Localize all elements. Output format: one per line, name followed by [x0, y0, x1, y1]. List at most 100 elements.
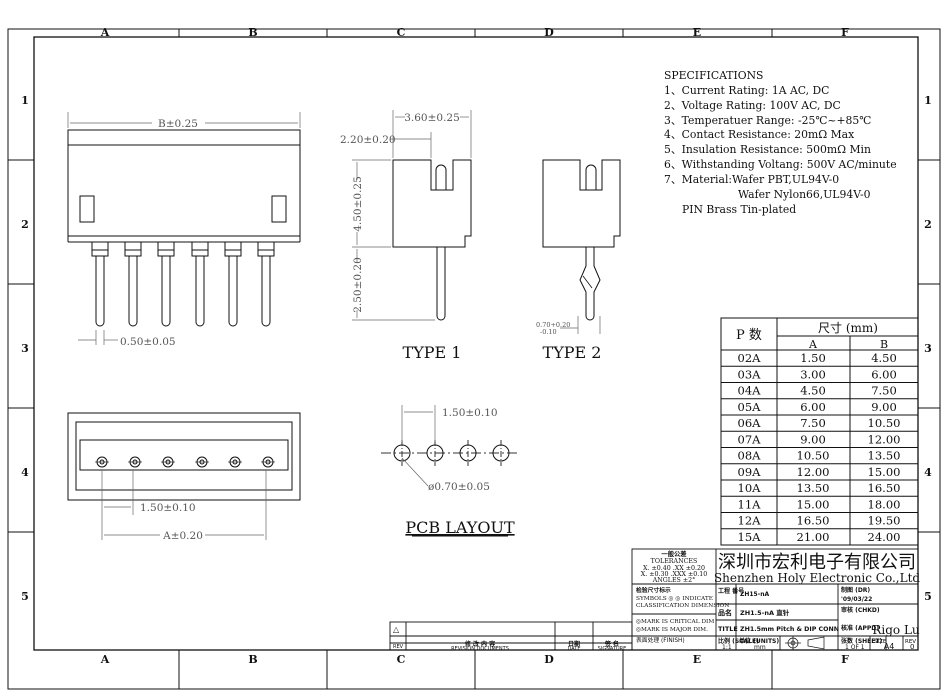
title-value: ZH1.5mm Pitch & DIP CONN [740, 626, 839, 633]
revision-block-lines [389, 621, 633, 651]
specifications: SPECIFICATIONS 1、Current Rating: 1A AC, … [664, 69, 897, 216]
spec-heading: SPECIFICATIONS [664, 69, 763, 82]
row-number-3-right: 3 [924, 342, 932, 355]
row-number-1: 1 [21, 94, 29, 107]
size-table-cell-a: 1.50 [800, 351, 826, 365]
projection-symbol-icon [785, 636, 825, 650]
dim-side-offset: 2.20±0.20 [340, 134, 396, 146]
dim-type2-pin: 0.70+0.20 [536, 321, 570, 329]
frame-column-letters-bottom: A B C D E F [100, 653, 849, 666]
label-type1: TYPE 1 [403, 343, 462, 362]
scale-label: 比例 (SCALE) [718, 637, 759, 645]
dim-bottom-a: A±0.20 [162, 530, 203, 542]
approved-label: 核准 (APPD) [841, 624, 879, 632]
size-table-cell-p: 04A [738, 384, 762, 398]
frame-row-numbers-right: 1 2 3 4 5 [924, 94, 932, 603]
size-table-cell-p: 15A [738, 530, 762, 544]
size-table-col-b: B [880, 338, 888, 351]
bottom-pin [95, 456, 109, 468]
sign-col-en: SIGNATURE [598, 646, 627, 652]
label-type2: TYPE 2 [543, 343, 602, 362]
size-table-cell-a: 4.50 [800, 384, 826, 398]
front-pin [124, 242, 142, 327]
mark-critical-dim: ◎MARK IS CRITICAL DIM [636, 619, 714, 625]
tolerances-line-2: X. ±0.30 .XXX ±0.10 [641, 571, 708, 578]
bottom-view-dimensions [101, 470, 267, 540]
size-table-cell-p: 02A [738, 351, 762, 365]
size-table-cell-a: 3.00 [800, 367, 826, 381]
col-letter-f-bottom: F [841, 653, 849, 666]
tolerances-heading-cn: 一般公差 [661, 549, 687, 558]
sheet-value: 1 OF 1 [845, 644, 865, 651]
size-table-cell-a: 12.00 [797, 465, 830, 479]
pcb-hole [393, 440, 411, 466]
size-table-cell-b: 10.50 [868, 416, 901, 430]
dim-side-height: 4.50±0.25 [352, 176, 364, 232]
label-pcb-layout: PCB LAYOUT [405, 518, 515, 537]
size-table-cell-p: 07A [738, 432, 762, 446]
col-letter-c-bottom: C [397, 653, 406, 666]
size-table-cell-p: 11A [738, 497, 762, 511]
tolerances-line-3: ANGLES ±2° [652, 577, 696, 584]
size-table-cell-b: 18.00 [868, 497, 901, 511]
tolerances-line-1: X. ±0.40 .XX ±0.20 [643, 565, 705, 572]
size-table-cell-b: 9.00 [871, 400, 897, 414]
size-table-cell-p: 06A [738, 416, 762, 430]
col-letter-c: C [397, 26, 406, 39]
checked-label: 审核 (CHKD) [841, 606, 880, 614]
bottom-pin [161, 456, 175, 468]
type1-dimensions [352, 110, 472, 321]
size-table-cell-p: 03A [738, 367, 762, 381]
title-label: TITLE [718, 625, 738, 633]
frame-column-letters-top: A B C D E F [100, 26, 849, 39]
approved-by: Rigo Lu [872, 623, 920, 637]
row-number-5: 5 [21, 590, 29, 603]
drawn-label: 制图 (DR) [841, 586, 870, 594]
col-letter-b-bottom: B [248, 653, 257, 666]
col-letter-d: D [544, 26, 554, 39]
type2-view [542, 159, 621, 321]
row-number-3: 3 [21, 342, 29, 355]
size-table-cell-p: 09A [738, 465, 762, 479]
drawn-date: '09/03/22 [841, 596, 872, 603]
spec-item-3: 3、Temperatuer Range: -25℃~+85℃ [664, 114, 871, 127]
pcb-layout [381, 440, 520, 487]
rev-label: REV [905, 639, 916, 645]
row-number-2: 2 [21, 218, 29, 231]
unit-value: mm [754, 644, 766, 651]
dim-pcb-hole: ø0.70±0.05 [428, 481, 490, 493]
bottom-view [67, 412, 301, 501]
size-value: A4 [884, 642, 895, 651]
name-label: 品名 [718, 608, 732, 617]
company-name: 深圳市宏利电子有限公司 Shenzhen Holy Electronic Co.… [714, 552, 921, 585]
sign-col-cn: 签 名 [604, 640, 619, 648]
spec-item-2: 2、Voltage Rating: 100V AC, DC [664, 99, 841, 112]
part-no-value: ZH15-nA [740, 591, 769, 598]
company-name-cn: 深圳市宏利电子有限公司 [718, 552, 916, 573]
size-table-cell-p: 12A [738, 514, 762, 528]
size-table-cell-b: 12.00 [868, 432, 901, 446]
dim-pcb-pitch: 1.50±0.10 [442, 407, 498, 419]
title-block-fields: 工程 番号 ZH15-nA 品名 ZH1.5-nA 直针 TITLE ZH1.5… [718, 586, 920, 651]
size-table-cell-a: 6.00 [800, 400, 826, 414]
size-table-cell-a: 9.00 [800, 432, 826, 446]
check-dimension-cn: 检验尺寸标示 [636, 586, 671, 594]
front-pin [157, 242, 175, 327]
inspection-marks: 检验尺寸标示 SYMBOLS ◎ ◎ INDICATE CLASSIFICATI… [636, 586, 729, 644]
company-name-en: Shenzhen Holy Electronic Co.,Ltd [714, 571, 921, 585]
frame-row-numbers-left: 1 2 3 4 5 [21, 94, 29, 603]
bottom-pin [195, 456, 209, 468]
unit-label: 单位 (UNITS) [739, 637, 779, 645]
revision-triangle-icon: △ [393, 625, 400, 634]
